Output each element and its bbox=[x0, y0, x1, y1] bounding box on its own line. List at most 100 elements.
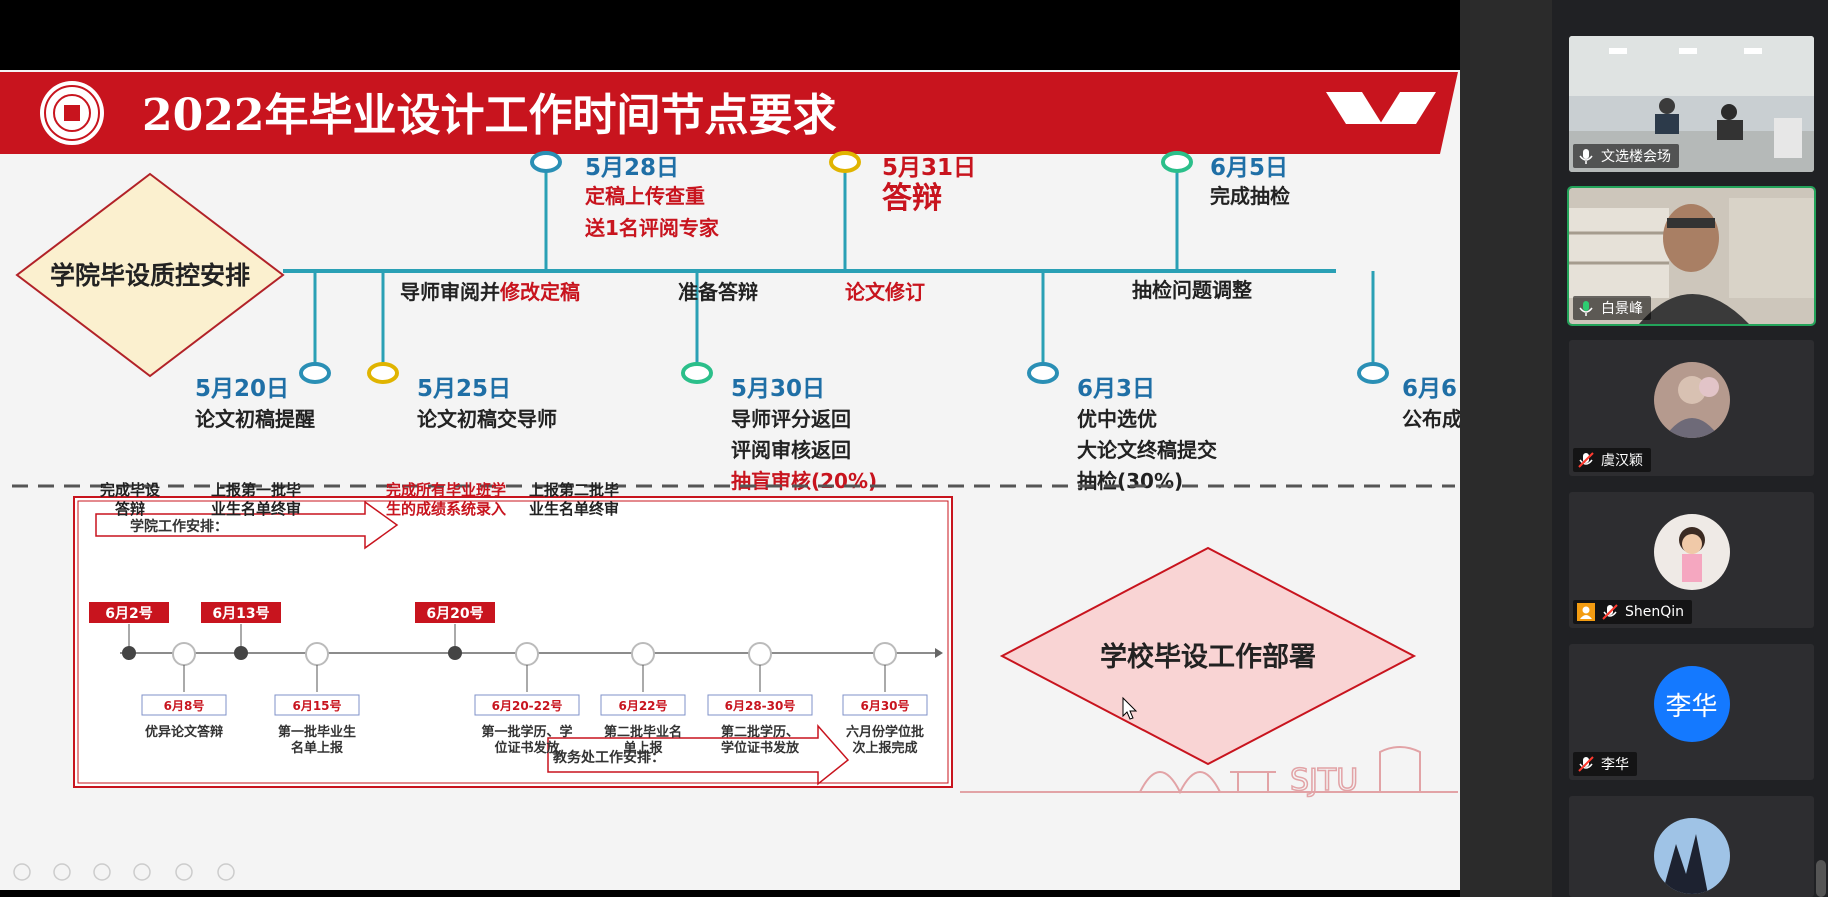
participant-name-bar: ShenQin bbox=[1573, 600, 1693, 624]
inner-bottom-text: 第一批毕业生 bbox=[278, 724, 356, 740]
inner-bottom-text: 单上报 bbox=[623, 740, 663, 756]
avatar bbox=[1653, 514, 1730, 590]
date-tag bbox=[600, 694, 686, 716]
red-date-tag bbox=[201, 602, 281, 623]
milestone-hollow bbox=[172, 642, 196, 666]
next-slide-icon[interactable] bbox=[53, 863, 71, 881]
inner-top-text: 答辩 bbox=[115, 500, 145, 518]
prev-slide-icon[interactable] bbox=[13, 863, 31, 881]
participant-tile-2[interactable]: 白景峰 bbox=[1567, 186, 1816, 326]
shared-slide: 2022年毕业设计工作时间节点要求 学院毕设质控安排 5月28日定稿上传查重送1… bbox=[0, 70, 1460, 890]
avatar bbox=[1653, 818, 1730, 894]
inner-bottom-text: 六月份学位批 bbox=[846, 724, 924, 740]
milestone-ring bbox=[681, 362, 713, 384]
upper-event-date: 6月5日 bbox=[1210, 155, 1288, 181]
date-tag-text: 6月15号 bbox=[292, 698, 341, 713]
participant-name: 李华 bbox=[1601, 757, 1629, 773]
sjtu-watermark bbox=[960, 746, 1458, 795]
slides-icon[interactable] bbox=[133, 863, 151, 881]
inner-top-text: 业生名单终审 bbox=[211, 500, 301, 518]
video-feed bbox=[1569, 36, 1814, 172]
inner-top-text: 完成所有毕业班学 bbox=[386, 481, 506, 499]
inner-top-text: 业生名单终审 bbox=[529, 500, 619, 518]
academic-affairs-schedule: 学院工作安排： 教务处工作安排： 完成毕设答辩上报第一批毕业生名单终审完成所有毕… bbox=[73, 481, 953, 788]
presentation-toolbar[interactable] bbox=[13, 863, 235, 881]
date-tag-text: 6月22号 bbox=[618, 698, 667, 713]
mic-muted-icon bbox=[1602, 604, 1618, 620]
upper-event-text: 定稿上传查重 bbox=[585, 184, 705, 208]
participant-tile-1[interactable]: 文选楼会场 bbox=[1569, 36, 1814, 172]
inner-bottom-text: 优异论文答辩 bbox=[145, 724, 223, 740]
upper-event-text: 答辩 bbox=[882, 181, 942, 216]
university-logo bbox=[40, 81, 104, 145]
milestone-dot bbox=[448, 646, 462, 660]
avatar-initials: 李华 bbox=[1665, 691, 1718, 722]
date-tag bbox=[707, 694, 813, 716]
date-tag-text: 6月20-22号 bbox=[492, 698, 563, 713]
inner-top-text: 生的成绩系统录入 bbox=[386, 500, 506, 518]
mid-label-c: 论文修订 bbox=[845, 280, 925, 304]
inner-bottom-text: 位证书发放 bbox=[494, 740, 560, 756]
affairs-arrow-label: 教务处工作安排： bbox=[553, 749, 665, 766]
milestone-ring bbox=[1357, 362, 1389, 384]
mic-muted-icon bbox=[1578, 452, 1594, 468]
milestone-dot bbox=[234, 646, 248, 660]
affairs-arrow bbox=[547, 724, 850, 786]
milestone-ring bbox=[1161, 151, 1193, 173]
college-arrow bbox=[95, 500, 399, 550]
milestone-hollow bbox=[305, 642, 329, 666]
milestone-hollow bbox=[873, 642, 897, 666]
slide-canvas: 2022年毕业设计工作时间节点要求 学院毕设质控安排 5月28日定稿上传查重送1… bbox=[0, 72, 1460, 881]
participant-name: 文选楼会场 bbox=[1601, 149, 1671, 165]
milestone-hollow bbox=[631, 642, 655, 666]
inner-bottom-text: 名单上报 bbox=[291, 740, 344, 756]
participant-name: 白景峰 bbox=[1601, 301, 1643, 317]
inner-bottom-text: 次上报完成 bbox=[852, 740, 917, 756]
red-date-tag bbox=[89, 602, 169, 623]
participant-tile-5[interactable]: 李华 李华 bbox=[1569, 644, 1814, 780]
upper-event-date: 5月28日 bbox=[585, 155, 679, 181]
lower-event-text: 论文初稿交导师 bbox=[417, 407, 557, 431]
lower-event-text: 优中选优 bbox=[1077, 407, 1157, 431]
more-icon[interactable] bbox=[217, 863, 235, 881]
lower-event-text: 评阅审核返回 bbox=[731, 438, 851, 462]
avatar: 李华 bbox=[1653, 666, 1730, 742]
lower-event-text: 公布成绩并归档 bbox=[1402, 407, 1460, 431]
milestone-ring bbox=[367, 362, 399, 384]
school-diamond bbox=[999, 546, 1417, 766]
milestone-ring bbox=[530, 151, 562, 173]
participant-tile-6[interactable] bbox=[1569, 796, 1814, 897]
mid-label-d: 抽检问题调整 bbox=[1132, 278, 1252, 302]
title-banner bbox=[0, 72, 1458, 154]
participant-name: ShenQin bbox=[1625, 604, 1685, 620]
inner-top-text: 上报第一批毕 bbox=[211, 481, 301, 499]
date-tag bbox=[842, 694, 928, 716]
mouse-cursor-icon bbox=[1122, 696, 1138, 720]
participant-name-bar: 虞汉颖 bbox=[1573, 448, 1651, 472]
red-date-tag-text: 6月2号 bbox=[105, 606, 152, 622]
slide-title: 2022年毕业设计工作时间节点要求 bbox=[142, 90, 836, 141]
pen-icon[interactable] bbox=[93, 863, 111, 881]
date-tag bbox=[274, 694, 360, 716]
inner-top-text: 完成毕设 bbox=[100, 481, 160, 499]
avatar bbox=[1653, 362, 1730, 438]
participant-tile-4[interactable]: ShenQin bbox=[1569, 492, 1814, 628]
college-arrow-label: 学院工作安排： bbox=[130, 518, 228, 535]
zoom-icon[interactable] bbox=[175, 863, 193, 881]
upper-event-date: 5月31日 bbox=[882, 155, 976, 181]
milestone-ring bbox=[1027, 362, 1059, 384]
lower-event-highlight: 抽盲审核(20%) bbox=[731, 469, 877, 493]
red-date-tag-text: 6月20号 bbox=[426, 606, 483, 622]
lower-event-text: 抽检(30%) bbox=[1077, 469, 1183, 493]
panel-scrollbar[interactable] bbox=[1816, 860, 1826, 897]
date-tag-text: 6月28-30号 bbox=[725, 698, 796, 713]
lower-event-date: 5月25日 bbox=[417, 376, 511, 402]
corner-logo-mark bbox=[1326, 92, 1436, 124]
participant-name-bar: 文选楼会场 bbox=[1573, 144, 1679, 168]
participant-tile-3[interactable]: 虞汉颖 bbox=[1569, 340, 1814, 476]
mid-label-b: 准备答辩 bbox=[678, 280, 758, 304]
lower-event-date: 6月3日 bbox=[1077, 376, 1155, 402]
milestone-hollow bbox=[515, 642, 539, 666]
participant-name-bar: 白景峰 bbox=[1573, 296, 1651, 320]
